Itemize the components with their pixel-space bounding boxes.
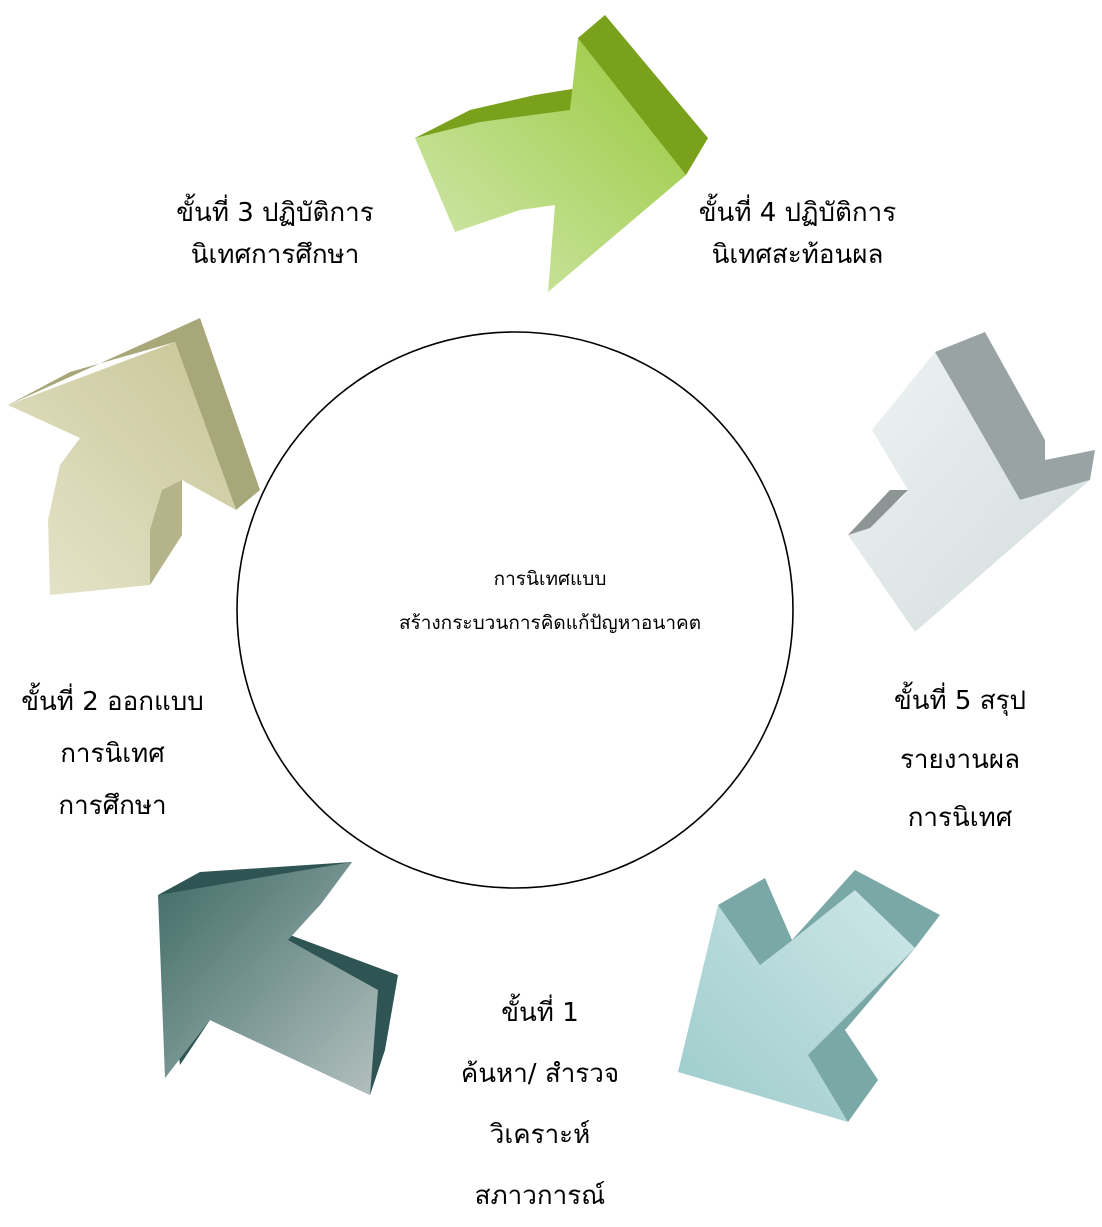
step-2-desc-2: การศึกษา: [58, 791, 167, 821]
step-4-title: ขั้นที่ 4 ปฏิบัติการ: [698, 198, 897, 228]
step-3-desc: นิเทศการศึกษา: [190, 239, 360, 270]
step-1-desc-1: ค้นหา/ สำรวจ: [460, 1059, 620, 1090]
step-5-desc-1: รายงานผล: [899, 744, 1021, 775]
step-1-desc-2: วิเคราะห์: [489, 1120, 591, 1151]
step-3-label: ขั้นที่ 3 ปฏิบัติการ นิเทศการศึกษา: [150, 193, 400, 276]
center-title: การนิเทศแบบ สร้างกระบวนการคิดแก้ปัญหาอนา…: [300, 558, 800, 645]
step-1-desc-3: สภาวการณ์: [474, 1181, 606, 1212]
step-1-arrow: [678, 870, 940, 1122]
step-2-title: ขั้นที่ 2 ออกแบบ: [21, 687, 204, 717]
step-5-label: ขั้นที่ 5 สรุป รายงานผล การนิเทศ: [855, 672, 1065, 848]
step-3-arrow: [8, 318, 260, 595]
step-1-title: ขั้นที่ 1: [501, 998, 579, 1028]
step-1-label: ขั้นที่ 1 ค้นหา/ สำรวจ วิเคราะห์ สภาวการ…: [410, 983, 670, 1227]
step-4-arrow: [415, 15, 708, 292]
step-2-desc-1: การนิเทศ: [60, 739, 165, 769]
center-title-line-2: สร้างกระบวนการคิดแก้ปัญหาอนาคต: [398, 611, 702, 634]
step-4-desc: นิเทศสะท้อนผล: [711, 239, 884, 270]
center-title-line-1: การนิเทศแบบ: [493, 568, 607, 590]
step-5-desc-2: การนิเทศ: [907, 803, 1013, 833]
step-3-title: ขั้นที่ 3 ปฏิบัติการ: [176, 198, 374, 228]
center-circle: [236, 331, 794, 889]
step-5-title: ขั้นที่ 5 สรุป: [893, 686, 1027, 716]
step-2-arrow: [158, 862, 398, 1095]
step-2-label: ขั้นที่ 2 ออกแบบ การนิเทศ การศึกษา: [0, 676, 225, 832]
step-4-label: ขั้นที่ 4 ปฏิบัติการ นิเทศสะท้อนผล: [670, 193, 925, 276]
step-5-arrow: [848, 332, 1095, 632]
